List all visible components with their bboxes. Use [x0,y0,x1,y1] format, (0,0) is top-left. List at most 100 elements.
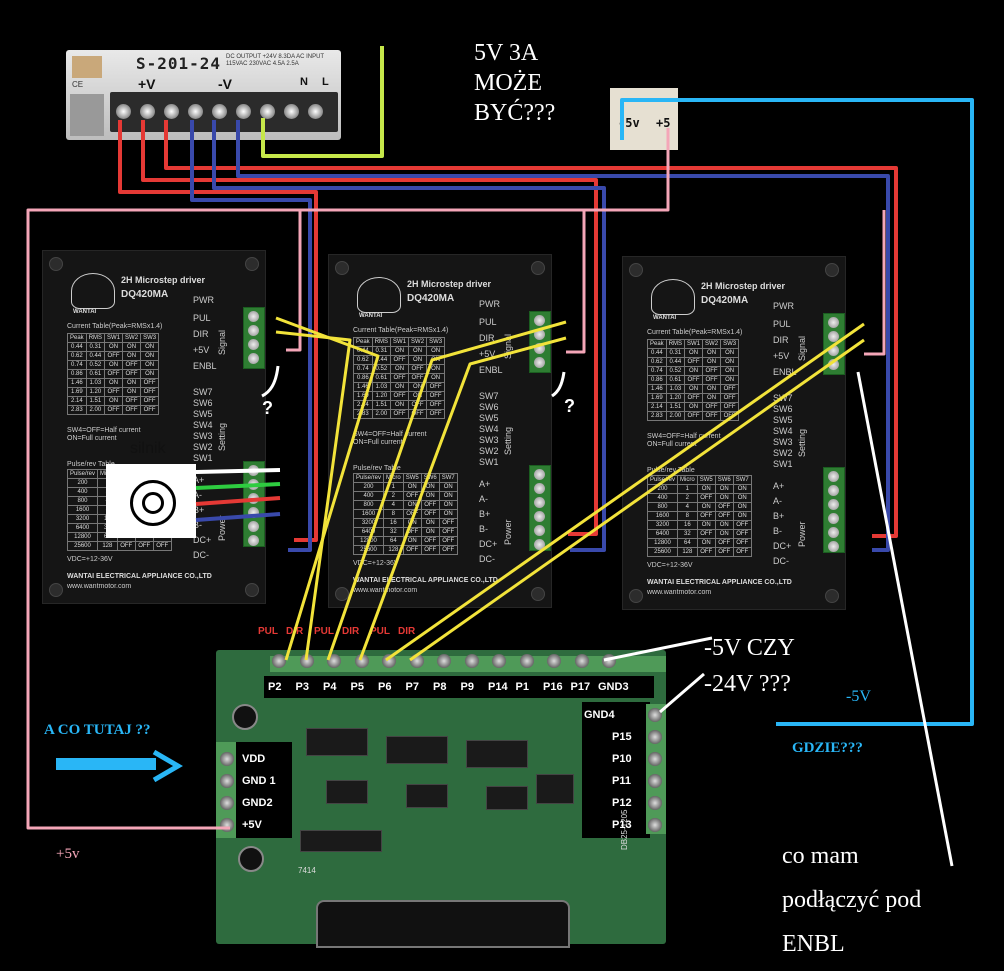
psu-adjust[interactable] [70,94,104,136]
sw4-note-line2: ON=Full current [647,441,697,448]
terminal-screw[interactable] [248,521,259,532]
terminal-screw[interactable] [534,497,545,508]
terminal-screw[interactable] [534,539,545,550]
top-terminal-screw[interactable] [272,654,286,668]
power-pin-label: A- [479,494,488,504]
signal-terminal-block[interactable] [529,311,551,373]
setting-pin-label: SW2 [479,446,499,456]
terminal-screw[interactable] [534,315,545,326]
terminal-screw[interactable] [248,311,259,322]
terminal-screw[interactable] [828,485,839,496]
small-5v-module: -5v +5 [610,88,678,150]
terminal-screw[interactable] [828,345,839,356]
terminal-screw[interactable] [248,339,259,350]
left-terminal-screw[interactable] [220,774,234,788]
terminal-screw[interactable] [828,331,839,342]
top-terminal-screw[interactable] [409,654,424,668]
right-terminal-screw[interactable] [648,796,662,810]
psu-screw[interactable] [140,104,155,119]
top-terminal-screw[interactable] [437,654,451,668]
top-terminal-screw[interactable] [327,654,341,668]
table-cell: OFF [438,527,458,537]
table-cell: ON [684,402,704,412]
top-terminal-screw[interactable] [464,654,479,668]
terminal-screw[interactable] [534,469,545,480]
terminal-screw[interactable] [248,535,259,546]
signal-terminal-block[interactable] [243,307,265,369]
top-pin-label: P14 [488,681,508,693]
psu-ce-label: CE [72,80,84,89]
terminal-screw[interactable] [828,471,839,482]
psu-screw[interactable] [188,104,203,119]
pulse-table-title: Pulse/rev Table [353,465,401,472]
terminal-screw[interactable] [248,507,259,518]
power-terminal-block[interactable] [529,465,551,551]
table-cell: 800 [66,496,99,506]
psu-screw[interactable] [164,104,179,119]
power-terminal-block[interactable] [823,467,845,553]
signal-terminal-block[interactable] [823,313,845,375]
pink-wire-driver3 [864,210,886,356]
left-terminal-screw[interactable] [220,818,234,832]
psu-screw[interactable] [284,104,299,119]
psu-screw[interactable] [236,104,251,119]
enbl-pointer-line [856,371,954,867]
psu-screw[interactable] [212,104,227,119]
terminal-screw[interactable] [534,511,545,522]
terminal-screw[interactable] [534,483,545,494]
left-terminal-screw[interactable] [220,796,234,810]
current-table-title: Current Table(Peak=RMSx1.4) [647,329,743,336]
power-terminal-block[interactable] [243,461,265,547]
db25-connector[interactable] [316,900,570,948]
right-terminal-screw[interactable] [648,730,662,744]
terminal-screw[interactable] [828,499,839,510]
table-header-cell: SW1 [684,339,704,349]
table-cell: OFF [720,384,740,394]
psu-screw[interactable] [260,104,275,119]
table-cell: ON [684,348,704,358]
right-pin-label-strip [582,702,650,838]
psu-screw[interactable] [116,104,131,119]
psu-n-label: N [300,76,308,88]
table-cell: 0.44 [85,351,106,361]
top-terminal-screw[interactable] [547,654,561,668]
terminal-screw[interactable] [828,359,839,370]
table-cell: OFF [140,378,160,388]
right-terminal-screw[interactable] [648,818,662,832]
terminal-screw[interactable] [828,527,839,538]
terminal-screw[interactable] [534,329,545,340]
sw4-note-line2: ON=Full current [67,435,117,442]
terminal-screw[interactable] [534,525,545,536]
terminal-screw[interactable] [248,465,259,476]
top-terminal-screw[interactable] [519,654,534,668]
top-terminal-screw[interactable] [574,654,589,668]
table-cell: 6400 [352,527,385,537]
top-pin-label: P6 [378,681,392,693]
top-terminal-screw[interactable] [382,654,396,668]
terminal-screw[interactable] [828,317,839,328]
right-terminal-screw[interactable] [648,774,662,788]
psu-screw[interactable] [308,104,323,119]
terminal-screw[interactable] [248,493,259,504]
terminal-screw[interactable] [248,479,259,490]
terminal-screw[interactable] [248,325,259,336]
table-cell: ON [714,493,734,503]
table-cell: 8 [677,511,698,521]
terminal-screw[interactable] [828,513,839,524]
terminal-screw[interactable] [534,357,545,368]
signal-group-label: Signal [797,335,807,361]
terminal-screw[interactable] [828,541,839,552]
left-terminal-screw[interactable] [220,752,234,766]
table-cell: 2 [677,493,698,503]
top-terminal-screw[interactable] [492,654,506,668]
right-terminal-screw[interactable] [648,752,662,766]
right-terminal-screw[interactable] [648,708,662,722]
top-terminal-screw[interactable] [602,654,616,668]
right-terminal-block[interactable] [646,704,666,834]
top-terminal-screw[interactable] [299,654,314,668]
table-cell: OFF [732,529,752,539]
table-header-cell: Micro [677,475,698,485]
terminal-screw[interactable] [534,343,545,354]
top-terminal-screw[interactable] [354,654,369,668]
terminal-screw[interactable] [248,353,259,364]
